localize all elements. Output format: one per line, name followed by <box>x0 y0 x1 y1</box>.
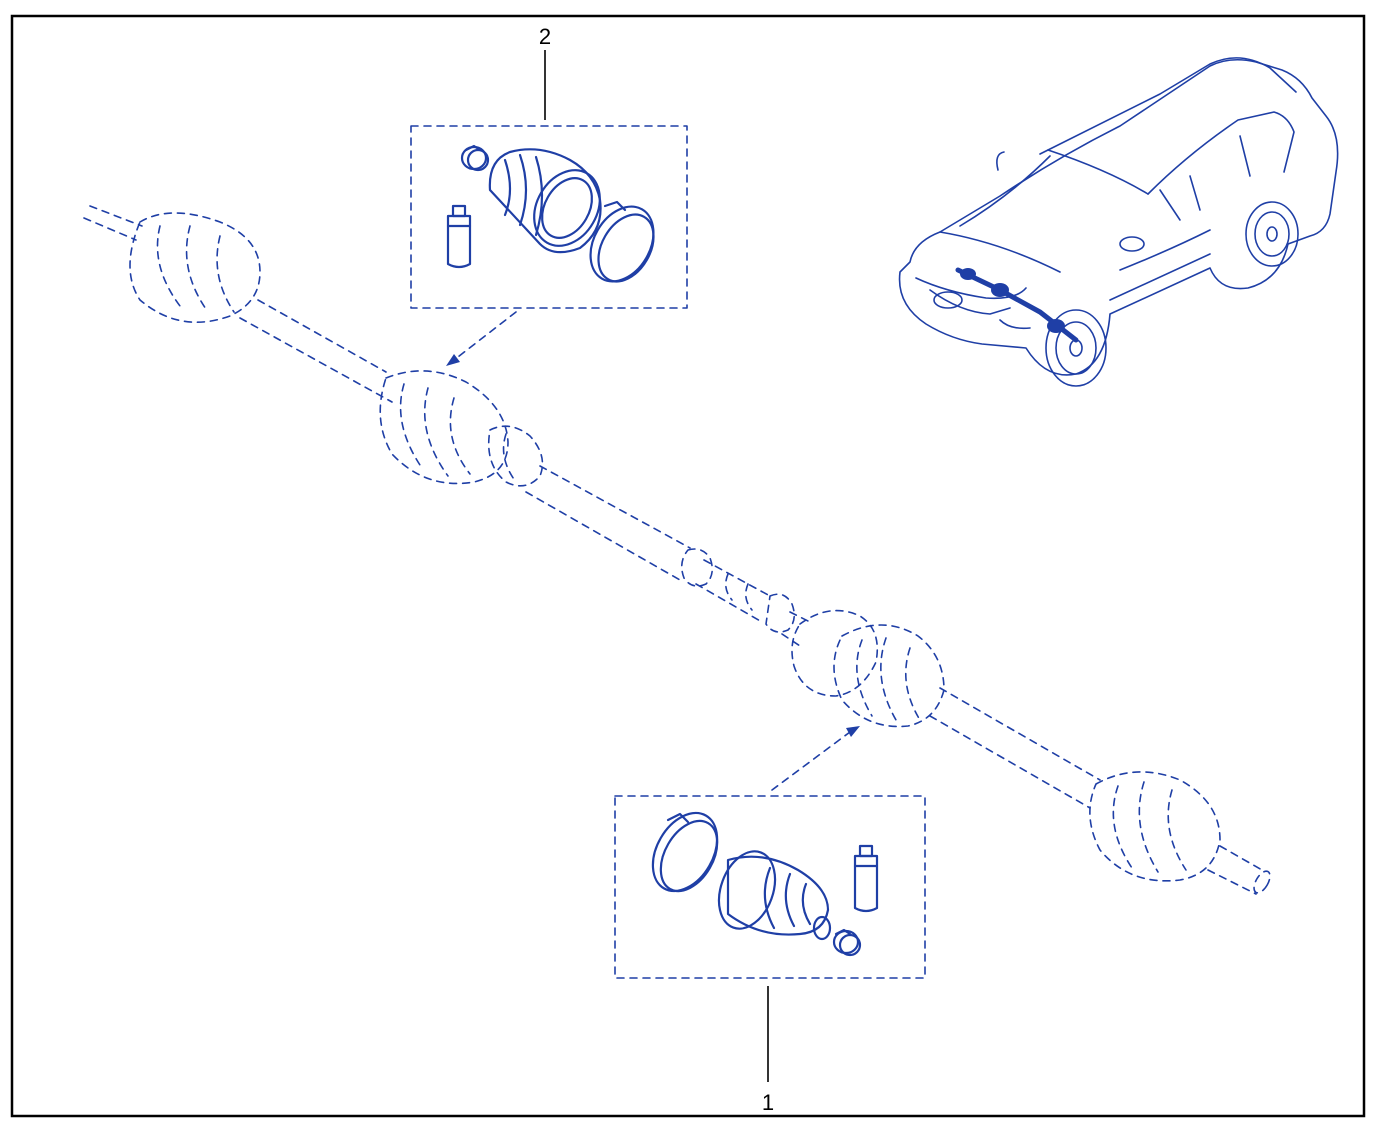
large-clamp-icon <box>589 200 655 283</box>
shaft-section-2 <box>525 465 691 581</box>
callout-2-label: 2 <box>539 24 551 49</box>
callout-2[interactable]: 2 <box>539 24 551 120</box>
shaft-damper <box>680 548 714 587</box>
driveshaft-assembly <box>83 205 1271 895</box>
outer-cv-joint <box>833 624 945 728</box>
callout-1-label: 1 <box>762 1090 774 1115</box>
grease-tube-icon <box>853 844 879 913</box>
large-clamp-icon <box>651 811 719 893</box>
kit-2-pointer-arrow <box>446 311 517 366</box>
cv-boot-icon <box>717 850 832 941</box>
kit-2-dashed-box <box>410 125 688 309</box>
vehicle-driveshaft-highlight <box>955 267 1079 343</box>
vehicle-locator-illustration <box>898 57 1339 387</box>
shaft-section-1 <box>239 299 393 403</box>
callout-1[interactable]: 1 <box>762 986 774 1115</box>
wheel-stub-shaft <box>1207 845 1263 895</box>
small-clamp-icon <box>832 928 862 957</box>
outer-cv-housing <box>791 609 879 697</box>
diagram-frame <box>10 14 1366 1118</box>
inner-cv-joint <box>129 212 261 324</box>
small-clamp-icon <box>460 144 490 172</box>
inner-stub-shaft <box>83 205 143 241</box>
cv-boot-icon <box>488 148 602 254</box>
wheel-cv-joint <box>1089 771 1221 882</box>
boot-kit-2[interactable] <box>410 125 688 309</box>
boot-kit-1[interactable] <box>614 795 926 979</box>
middle-cv-joint <box>379 370 509 485</box>
shaft-section-3 <box>929 687 1101 809</box>
kit-1-pointer-arrow <box>771 726 860 791</box>
grease-tube-icon <box>446 204 472 269</box>
